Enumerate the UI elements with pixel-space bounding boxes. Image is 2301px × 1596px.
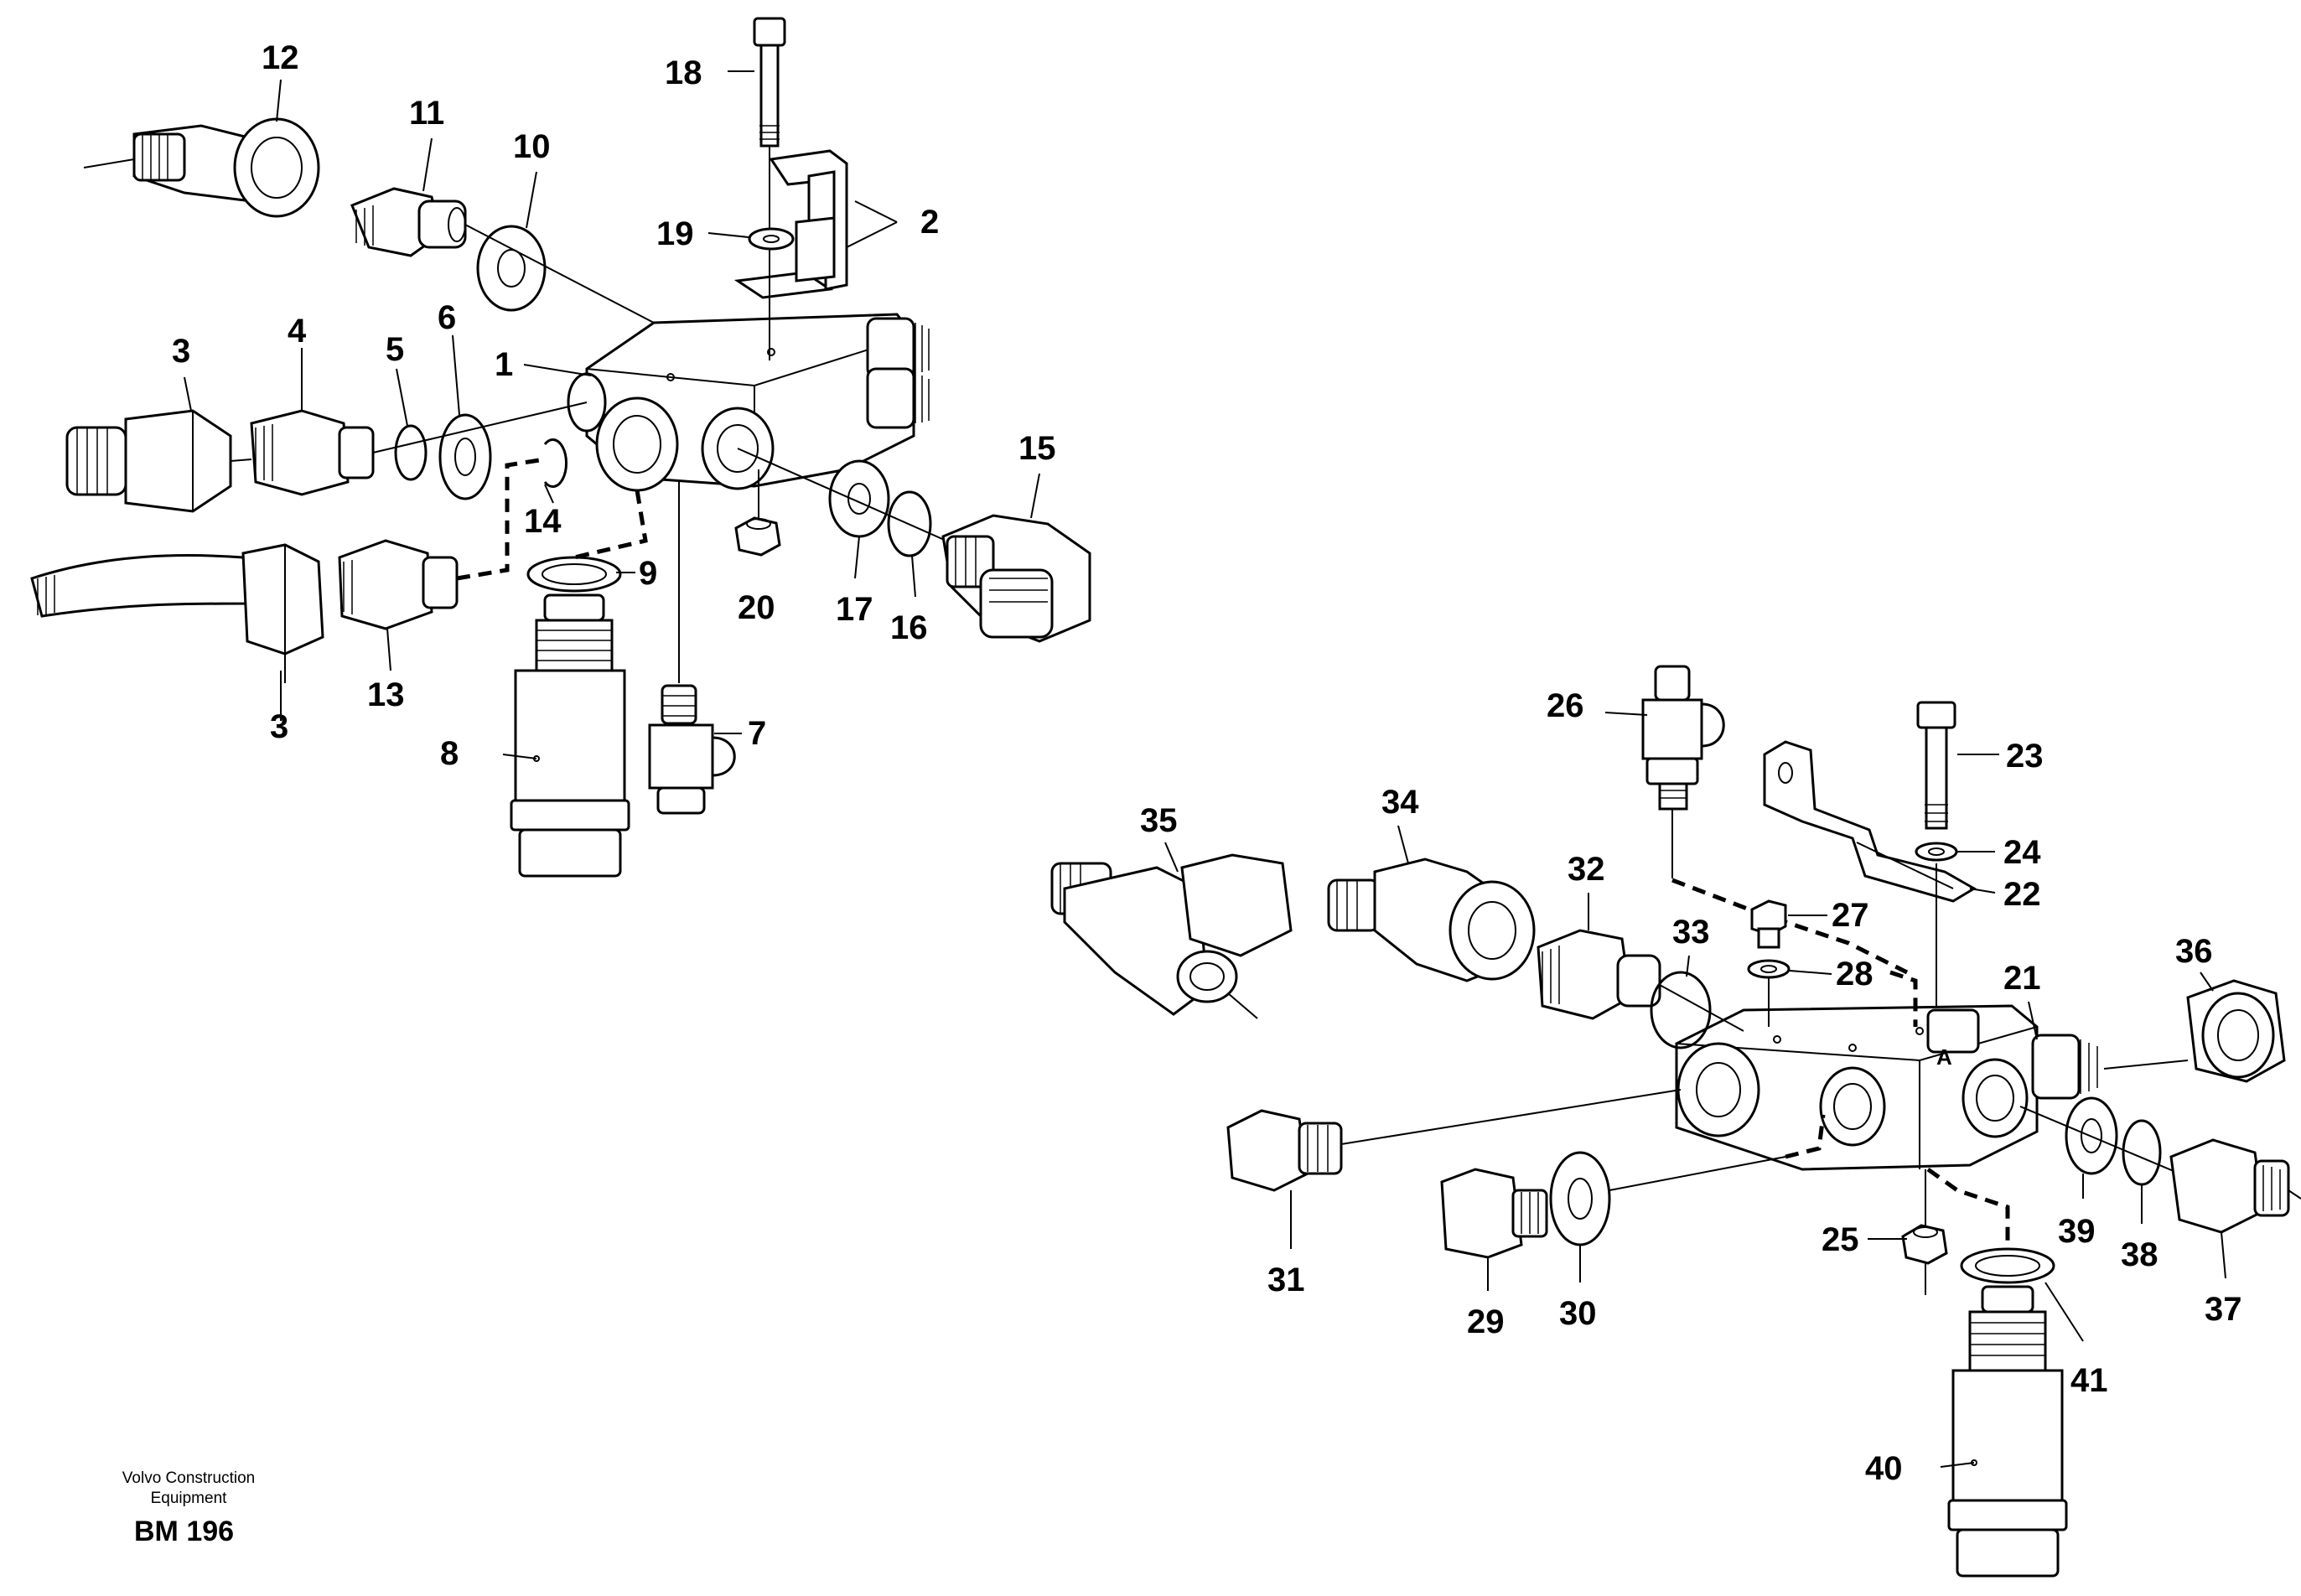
label-13: 13 xyxy=(367,676,405,713)
seal-9 xyxy=(526,556,622,593)
label-9: 9 xyxy=(639,555,657,592)
callout-leaders xyxy=(184,70,2226,1468)
label-36: 36 xyxy=(2175,933,2213,970)
label-27: 27 xyxy=(1832,897,1869,934)
label-20: 20 xyxy=(738,589,775,626)
label-22: 22 xyxy=(2003,876,2041,913)
elbow-fitting-12 xyxy=(132,117,320,218)
label-10: 10 xyxy=(513,128,551,165)
label-15: 15 xyxy=(1018,430,1056,467)
label-6: 6 xyxy=(438,299,456,336)
elbow-fitting-34 xyxy=(1327,858,1536,982)
hose-fitting-3-lower xyxy=(30,543,324,656)
label-30: 30 xyxy=(1559,1295,1597,1332)
label-35: 35 xyxy=(1140,802,1178,839)
port-a-marking: A xyxy=(1936,1044,1952,1070)
plug-29 xyxy=(1440,1168,1548,1259)
test-connector-7 xyxy=(648,684,736,815)
label-39: 39 xyxy=(2058,1213,2096,1250)
label-28: 28 xyxy=(1836,956,1873,992)
label-3-lower: 3 xyxy=(270,708,288,745)
o-ring-33 xyxy=(1650,971,1712,1049)
label-26: 26 xyxy=(1547,687,1584,724)
nut-20 xyxy=(734,516,781,557)
drawing-code: BM 196 xyxy=(134,1516,235,1547)
company-line-1: Volvo Construction xyxy=(122,1469,256,1487)
label-1: 1 xyxy=(495,346,513,383)
label-29: 29 xyxy=(1467,1303,1505,1340)
label-40: 40 xyxy=(1865,1450,1903,1487)
elbow-fitting-3-upper xyxy=(65,409,232,513)
label-24: 24 xyxy=(2003,834,2041,871)
washer-24 xyxy=(1915,842,1958,862)
washer-19 xyxy=(748,227,795,251)
cartridge-valve-40 xyxy=(1947,1285,2068,1578)
label-18: 18 xyxy=(665,54,702,91)
callout-numbers: 1 2 3 3 4 5 6 7 8 9 10 11 12 13 14 15 16… xyxy=(172,39,2242,1487)
cartridge-valve-8 xyxy=(510,593,630,878)
label-2: 2 xyxy=(920,204,939,241)
label-31: 31 xyxy=(1267,1262,1305,1298)
washer-30 xyxy=(1549,1151,1611,1246)
washer-17 xyxy=(828,459,890,538)
label-16: 16 xyxy=(890,609,928,646)
label-32: 32 xyxy=(1568,851,1605,888)
company-line-2: Equipment xyxy=(150,1490,227,1507)
label-37: 37 xyxy=(2205,1291,2242,1328)
nut-25 xyxy=(1901,1224,1948,1265)
elbow-fitting-15 xyxy=(941,514,1091,643)
fitting-32 xyxy=(1537,929,1661,1020)
fitting-13 xyxy=(338,539,459,630)
valve-block-21: A xyxy=(1675,1004,2098,1171)
bracket-2 xyxy=(733,149,848,299)
label-3-upper: 3 xyxy=(172,333,190,370)
nut-36 xyxy=(2186,979,2286,1083)
bolt-23 xyxy=(1916,701,1956,830)
quick-coupling-26 xyxy=(1641,665,1725,811)
valve-block-1 xyxy=(567,313,930,492)
label-21: 21 xyxy=(2003,960,2041,997)
elbow-fitting-35 xyxy=(1050,853,1293,1016)
label-33: 33 xyxy=(1672,914,1710,951)
washer-28 xyxy=(1747,959,1791,979)
label-34: 34 xyxy=(1381,784,1419,821)
label-25: 25 xyxy=(1822,1221,1859,1258)
label-8: 8 xyxy=(440,735,459,772)
o-ring-16 xyxy=(887,490,932,557)
bracket-22 xyxy=(1763,740,1977,903)
plug-27 xyxy=(1750,899,1787,949)
label-5: 5 xyxy=(386,331,404,368)
o-ring-5 xyxy=(394,424,428,481)
o-ring-14 xyxy=(543,438,567,488)
label-11: 11 xyxy=(409,95,444,132)
label-23: 23 xyxy=(2006,738,2044,775)
label-17: 17 xyxy=(836,591,873,628)
washer-10 xyxy=(476,225,547,312)
label-14: 14 xyxy=(524,503,562,540)
upper-assembly xyxy=(30,17,1091,878)
label-38: 38 xyxy=(2121,1236,2158,1273)
lower-assembly: A xyxy=(1050,665,2301,1578)
washer-6 xyxy=(438,413,492,500)
label-19: 19 xyxy=(656,215,694,252)
label-7: 7 xyxy=(748,715,766,752)
fitting-11 xyxy=(350,187,467,257)
label-41: 41 xyxy=(2070,1362,2108,1399)
company-name: Volvo Construction Equipment xyxy=(92,1469,285,1509)
bolt-18 xyxy=(753,17,786,148)
label-4: 4 xyxy=(288,313,307,350)
fitting-37 xyxy=(2169,1138,2290,1234)
label-12: 12 xyxy=(262,39,299,76)
plug-31 xyxy=(1226,1109,1343,1192)
fitting-4 xyxy=(230,409,375,496)
